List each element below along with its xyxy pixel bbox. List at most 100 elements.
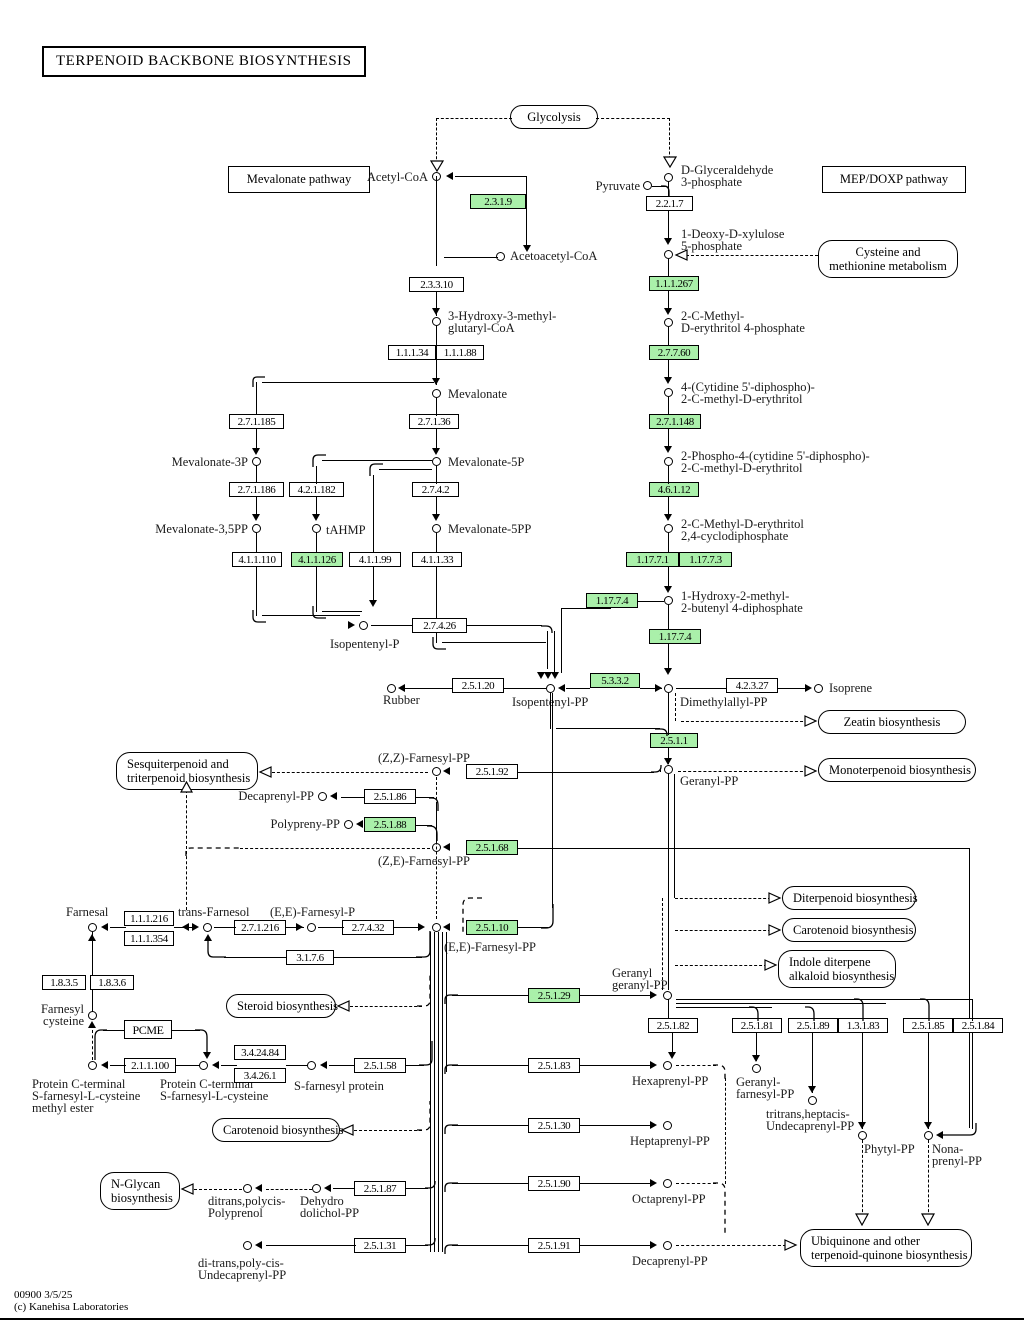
node-nonaprenyl-pp[interactable]: [924, 1131, 933, 1140]
node-heptaprenyl-pp[interactable]: [663, 1121, 672, 1130]
ec-2-7-1-216[interactable]: 2.7.1.216: [234, 920, 286, 935]
node-mevalonate-5pp[interactable]: [432, 524, 441, 533]
ec-2-1-1-100[interactable]: 2.1.1.100: [124, 1058, 176, 1073]
pathway-link-glycolysis[interactable]: Glycolysis: [510, 105, 598, 129]
ec-4-1-1-33[interactable]: 4.1.1.33: [412, 552, 462, 567]
node-g3p[interactable]: [664, 173, 673, 182]
node-tahmp[interactable]: [312, 524, 321, 533]
ec-2-3-1-9[interactable]: 2.3.1.9: [470, 194, 526, 209]
ec-1-8-3-6[interactable]: 1.8.3.6: [90, 975, 134, 990]
node-mecdp[interactable]: [664, 524, 673, 533]
node-decaprenyl-pp-bottom[interactable]: [663, 1241, 672, 1250]
pathway-link-cysteine-methionine[interactable]: Cysteine and methionine metabolism: [818, 240, 958, 278]
ec-4-2-1-182[interactable]: 4.2.1.182: [289, 482, 344, 497]
pathway-link-n-glycan[interactable]: N-Glycan biosynthesis: [100, 1172, 180, 1210]
ec-2-5-1-84[interactable]: 2.5.1.84: [953, 1018, 1003, 1033]
pathway-link-ubiquinone[interactable]: Ubiquinone and other terpenoid-quinone b…: [800, 1229, 972, 1267]
node-dimethylallyl-pp[interactable]: [664, 684, 673, 693]
ec-4-1-1-99[interactable]: 4.1.1.99: [349, 552, 401, 567]
node-cdpme2p[interactable]: [664, 457, 673, 466]
node-acetoacetyl-coa[interactable]: [496, 252, 505, 261]
ec-1-1-1-216[interactable]: 1.1.1.216: [124, 911, 174, 926]
node-farnesal[interactable]: [88, 923, 97, 932]
ec-2-7-1-36[interactable]: 2.7.1.36: [409, 414, 459, 429]
node-cdpme[interactable]: [664, 388, 673, 397]
ec-4-1-1-110[interactable]: 4.1.1.110: [232, 552, 282, 567]
node-polypreny-pp[interactable]: [344, 820, 353, 829]
ec-2-5-1-85[interactable]: 2.5.1.85: [903, 1018, 953, 1033]
node-mep[interactable]: [664, 318, 673, 327]
ec-2-7-7-60[interactable]: 2.7.7.60: [649, 345, 699, 360]
pathway-link-monoterpenoid[interactable]: Monoterpenoid biosynthesis: [818, 758, 976, 782]
node-isopentenyl-p[interactable]: [359, 621, 368, 630]
node-mevalonate-5p[interactable]: [432, 457, 441, 466]
ec-2-7-4-32[interactable]: 2.7.4.32: [342, 920, 394, 935]
node-dxp[interactable]: [664, 250, 673, 259]
node-prot-cterm-methyl-ester[interactable]: [88, 1061, 97, 1070]
ec-1-1-1-267[interactable]: 1.1.1.267: [649, 276, 699, 291]
node-rubber[interactable]: [387, 684, 396, 693]
ec-1-17-7-3[interactable]: 1.17.7.3: [679, 552, 732, 567]
node-trans-farnesol[interactable]: [203, 923, 212, 932]
ec-2-5-1-30[interactable]: 2.5.1.30: [528, 1118, 580, 1133]
node-mevalonate[interactable]: [432, 389, 441, 398]
ec-2-5-1-88[interactable]: 2.5.1.88: [364, 817, 416, 832]
ec-3-4-26-1[interactable]: 3.4.26.1: [234, 1068, 286, 1083]
ec-2-5-1-86[interactable]: 2.5.1.86: [364, 789, 416, 804]
pathway-link-steroid[interactable]: Steroid biosynthesis: [226, 994, 338, 1018]
pcme-box[interactable]: PCME: [124, 1020, 172, 1039]
ec-2-5-1-90[interactable]: 2.5.1.90: [528, 1176, 580, 1191]
ec-2-7-4-26[interactable]: 2.7.4.26: [412, 618, 467, 633]
node-geranylgeranyl-pp[interactable]: [663, 991, 672, 1000]
ec-2-5-1-1[interactable]: 2.5.1.1: [650, 733, 698, 748]
ec-4-6-1-12[interactable]: 4.6.1.12: [649, 482, 699, 497]
ec-3-4-24-84[interactable]: 3.4.24.84: [234, 1045, 286, 1060]
node-phytyl-pp[interactable]: [858, 1131, 867, 1140]
node-dehydrodolichol-pp[interactable]: [312, 1184, 321, 1193]
node-zz-farnesyl-pp[interactable]: [432, 767, 441, 776]
node-hmbpp[interactable]: [664, 596, 673, 605]
node-ditrans-undecaprenyl-pp[interactable]: [243, 1241, 252, 1250]
ec-2-3-3-10[interactable]: 2.3.3.10: [409, 277, 464, 292]
node-geranyl-pp[interactable]: [664, 765, 673, 774]
ec-2-2-1-7[interactable]: 2.2.1.7: [646, 196, 693, 211]
ec-3-1-7-6[interactable]: 3.1.7.6: [286, 950, 334, 965]
ec-2-5-1-81[interactable]: 2.5.1.81: [732, 1018, 782, 1033]
node-farnesyl-cysteine[interactable]: [88, 1011, 97, 1020]
ec-2-5-1-91[interactable]: 2.5.1.91: [528, 1238, 580, 1253]
ec-2-5-1-82[interactable]: 2.5.1.82: [648, 1018, 698, 1033]
node-undecaprenyl-pp[interactable]: [808, 1096, 817, 1105]
node-decaprenyl-pp-top[interactable]: [318, 792, 327, 801]
ec-2-7-1-186[interactable]: 2.7.1.186: [229, 482, 284, 497]
ec-5-3-3-2[interactable]: 5.3.3.2: [590, 673, 640, 688]
node-ee-farnesyl-p[interactable]: [307, 923, 316, 932]
ec-1-17-7-1[interactable]: 1.17.7.1: [626, 552, 679, 567]
node-prot-cterm[interactable]: [199, 1061, 208, 1070]
ec-2-5-1-68[interactable]: 2.5.1.68: [466, 840, 518, 855]
node-octaprenyl-pp[interactable]: [663, 1179, 672, 1188]
ec-2-5-1-83[interactable]: 2.5.1.83: [528, 1058, 580, 1073]
ec-2-5-1-31[interactable]: 2.5.1.31: [354, 1238, 406, 1253]
ec-1-17-7-4-down[interactable]: 1.17.7.4: [649, 629, 701, 644]
ec-1-1-1-354[interactable]: 1.1.1.354: [124, 931, 174, 946]
node-ee-farnesyl-pp[interactable]: [432, 923, 441, 932]
node-isopentenyl-pp[interactable]: [546, 684, 555, 693]
ec-4-1-1-126[interactable]: 4.1.1.126: [291, 552, 343, 567]
node-mevalonate-35pp[interactable]: [252, 524, 261, 533]
ec-2-5-1-29[interactable]: 2.5.1.29: [528, 988, 580, 1003]
node-geranylfarnesyl-pp[interactable]: [752, 1064, 761, 1073]
ec-2-7-4-2[interactable]: 2.7.4.2: [412, 482, 459, 497]
ec-2-5-1-89[interactable]: 2.5.1.89: [788, 1018, 838, 1033]
ec-2-7-1-185[interactable]: 2.7.1.185: [229, 414, 284, 429]
ec-1-1-1-88[interactable]: 1.1.1.88: [436, 345, 484, 360]
ec-2-7-1-148[interactable]: 2.7.1.148: [649, 414, 701, 429]
ec-2-5-1-87[interactable]: 2.5.1.87: [354, 1181, 406, 1196]
ec-1-1-1-34[interactable]: 1.1.1.34: [388, 345, 436, 360]
pathway-link-carotenoid-left[interactable]: Carotenoid biosynthesis: [212, 1118, 343, 1142]
pathway-link-diterpenoid[interactable]: Diterpenoid biosynthesis: [782, 886, 918, 910]
ec-1-17-7-4-left[interactable]: 1.17.7.4: [586, 593, 638, 608]
node-hmg-coa[interactable]: [432, 317, 441, 326]
ec-2-5-1-20[interactable]: 2.5.1.20: [452, 678, 504, 693]
ec-4-2-3-27[interactable]: 4.2.3.27: [726, 678, 778, 693]
pathway-link-zeatin[interactable]: Zeatin biosynthesis: [818, 710, 966, 734]
